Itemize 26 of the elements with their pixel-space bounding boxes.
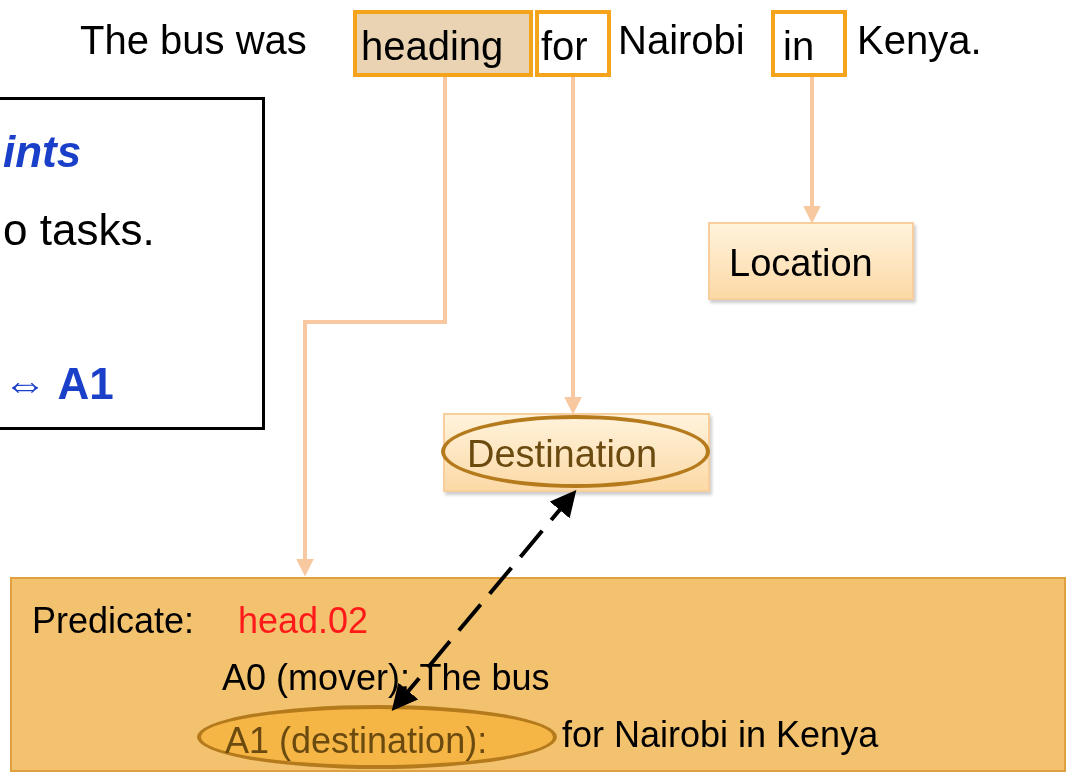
role-box <box>708 222 914 300</box>
arrow <box>564 77 582 415</box>
predicate-box <box>10 577 1066 772</box>
label-text: ⇔ A1 <box>3 362 114 406</box>
label-text: ints <box>3 130 82 174</box>
word-text: for <box>541 26 588 66</box>
predicate-sense: head.02 <box>238 603 369 639</box>
sentence-text: Nairobi <box>618 20 745 60</box>
label-text: Location <box>729 244 873 282</box>
arrow <box>296 77 447 577</box>
sentence-text: Kenya. <box>857 20 982 60</box>
label-text: Destination <box>467 435 658 473</box>
highlighted-word <box>353 10 533 77</box>
arrow <box>803 77 821 224</box>
highlighted-word <box>771 10 847 77</box>
label-text: Predicate: <box>32 603 195 639</box>
label-text: A1 (destination): <box>225 723 488 759</box>
sentence-text: The bus was <box>80 20 307 60</box>
word-text: heading <box>361 26 504 66</box>
dashed-arrow <box>391 490 577 711</box>
note-box <box>0 97 265 430</box>
highlighted-word <box>535 10 611 77</box>
label-text: for Nairobi in Kenya <box>562 717 879 753</box>
label-text: o tasks. <box>3 208 155 252</box>
label-text: A0 (mover): The bus <box>222 660 550 696</box>
word-text: in <box>783 26 815 66</box>
